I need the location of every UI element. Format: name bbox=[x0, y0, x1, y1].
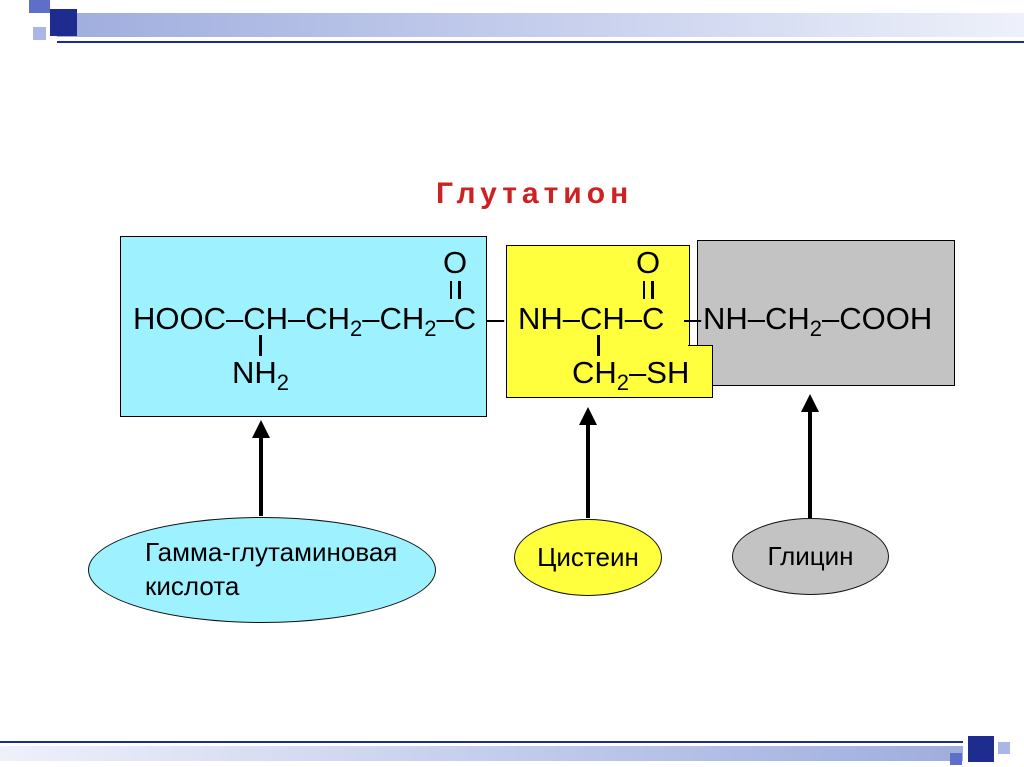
single-bond-icon bbox=[259, 335, 262, 356]
formula-text: CH bbox=[572, 355, 617, 390]
footer-line bbox=[0, 741, 963, 743]
arrow-head-icon bbox=[801, 394, 819, 412]
subscript: 2 bbox=[350, 316, 363, 341]
formula-text: NH–CH bbox=[703, 301, 810, 336]
carbonyl-group-1: O bbox=[441, 247, 469, 299]
carbonyl-oxygen: O bbox=[635, 245, 661, 280]
cysteine-box bbox=[506, 245, 690, 398]
arrow-line bbox=[586, 425, 590, 518]
formula-text: –C bbox=[436, 301, 477, 336]
glutamic-acid-ellipse: Гамма-глутаминовая кислота bbox=[88, 517, 436, 623]
header-line bbox=[57, 41, 1024, 43]
header-bar bbox=[57, 13, 1024, 37]
glycine-box bbox=[697, 240, 955, 386]
formula-text: –SH bbox=[629, 355, 690, 390]
cysteine-box-step bbox=[688, 345, 713, 398]
formula-text: NH bbox=[232, 355, 277, 390]
cysteine-ellipse: Цистеин bbox=[514, 519, 662, 596]
arrow-line bbox=[808, 412, 812, 518]
carbonyl-group-2: O bbox=[634, 247, 662, 299]
formula-text: HOOC–CH–CH bbox=[133, 301, 351, 336]
formula-glycine: NH–CH2–COOH bbox=[703, 303, 932, 340]
cysteine-side-chain: CH2–SH bbox=[572, 357, 689, 394]
decor-square-top-navy bbox=[50, 9, 77, 36]
arrow-head-icon bbox=[579, 407, 597, 425]
arrow-line bbox=[259, 438, 263, 516]
peptide-bond-dash-1: – bbox=[487, 301, 505, 336]
glycine-label: Глицин bbox=[767, 541, 854, 571]
amine-group: NH2 bbox=[232, 357, 289, 394]
cysteine-label: Цистеин bbox=[537, 542, 639, 572]
decor-square-top-mid bbox=[29, 0, 50, 13]
decor-square-top-light bbox=[33, 27, 46, 40]
formula-text: –CH bbox=[362, 301, 425, 336]
peptide-bond-dash-2: – bbox=[684, 301, 702, 336]
up-arrow-glutamic bbox=[252, 420, 270, 516]
double-bond-icon bbox=[441, 281, 469, 299]
carbonyl-oxygen: O bbox=[442, 245, 468, 280]
decor-square-bottom-light bbox=[998, 742, 1010, 754]
single-bond-icon bbox=[597, 335, 600, 356]
formula-glutamyl: HOOC–CH–CH2–CH2–C bbox=[133, 303, 476, 340]
subscript: 2 bbox=[424, 316, 437, 341]
glycine-ellipse: Глицин bbox=[732, 518, 889, 595]
arrow-head-icon bbox=[252, 420, 270, 438]
subscript: 2 bbox=[809, 316, 823, 341]
subscript: 2 bbox=[276, 370, 290, 395]
up-arrow-glycine bbox=[801, 394, 819, 518]
decor-square-bottom-mid bbox=[950, 753, 962, 765]
glutamyl-box bbox=[120, 236, 487, 417]
decor-square-bottom-navy bbox=[968, 736, 994, 762]
formula-cysteine: NH–CH–C bbox=[518, 301, 665, 336]
glutamic-acid-label: Гамма-глутаминовая кислота bbox=[145, 537, 398, 601]
double-bond-icon bbox=[634, 281, 662, 299]
subscript: 2 bbox=[616, 370, 630, 395]
up-arrow-cysteine bbox=[579, 407, 597, 518]
slide-title: Глутатион bbox=[436, 177, 634, 210]
formula-text: –COOH bbox=[822, 301, 933, 336]
footer-bar bbox=[0, 746, 963, 761]
